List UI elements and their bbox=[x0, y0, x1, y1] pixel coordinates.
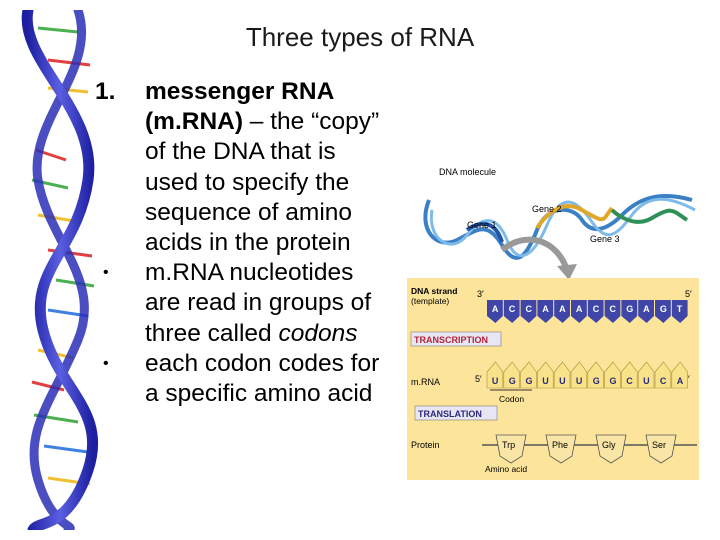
dna-five-prime: 5′ bbox=[685, 289, 692, 299]
gene3-label: Gene 3 bbox=[590, 234, 620, 244]
protein-label: Protein bbox=[411, 440, 440, 450]
dna-base-letter: A bbox=[643, 304, 650, 314]
mrna-base: U bbox=[570, 361, 588, 389]
dna-base-letter: G bbox=[660, 304, 667, 314]
mrna-base-letter: G bbox=[509, 376, 516, 386]
dna-base: A bbox=[638, 300, 654, 323]
gene2-label: Gene 2 bbox=[532, 204, 562, 214]
list-number: 1. bbox=[95, 78, 116, 105]
dna-base: A bbox=[554, 300, 570, 323]
mrna-base-letter: U bbox=[559, 376, 566, 386]
mrna-base-letter: U bbox=[576, 376, 583, 386]
mrna-term: messenger RNA (m.RNA) bbox=[145, 78, 334, 136]
list-item-codons: • m.RNA nucleotides are read in groups o… bbox=[95, 258, 395, 349]
dna-base: C bbox=[520, 300, 537, 323]
bullet-icon: • bbox=[103, 354, 109, 372]
codon-description: m.RNA nucleotides are read in groups of … bbox=[145, 259, 372, 347]
mrna-base: A bbox=[671, 361, 688, 389]
amino-acid-box: Ser bbox=[645, 434, 677, 464]
mrna-base-letter: G bbox=[593, 376, 600, 386]
mrna-base-letter: U bbox=[542, 376, 549, 386]
codon-label: Codon bbox=[499, 394, 524, 404]
amino-acid-box: Phe bbox=[545, 434, 577, 464]
mrna-five-prime: 5′ bbox=[475, 374, 482, 384]
dna-base-letter: C bbox=[593, 304, 600, 314]
dna-base: T bbox=[671, 300, 688, 323]
mrna-base: U bbox=[553, 361, 571, 389]
mrna-base-letter: U bbox=[643, 376, 650, 386]
mrna-base: U bbox=[637, 361, 655, 389]
zoom-arrow-icon bbox=[500, 236, 570, 272]
dna-base: A bbox=[571, 300, 587, 323]
rna-list: 1. messenger RNA (m.RNA) – the “copy” of… bbox=[95, 77, 395, 409]
amino-acid-name: Phe bbox=[552, 440, 568, 450]
amino-acid-row: Trp Phe Gly Ser bbox=[495, 434, 677, 464]
translation-label: TRANSLATION bbox=[418, 409, 482, 419]
dna-base-letter: A bbox=[576, 304, 583, 314]
dna-base-letter: C bbox=[610, 304, 617, 314]
list-item-mrna: 1. messenger RNA (m.RNA) – the “copy” of… bbox=[95, 77, 395, 258]
transcription-box bbox=[410, 331, 502, 347]
mrna-base-letter: G bbox=[610, 376, 617, 386]
gene1-label: Gene 1 bbox=[467, 220, 497, 230]
dna-base: C bbox=[587, 300, 604, 323]
dna-molecule-label-text: DNA molecule bbox=[439, 167, 496, 177]
bullet-icon: • bbox=[103, 264, 109, 282]
amino-acid-name: Ser bbox=[652, 440, 666, 450]
dna-helix-image bbox=[21, 10, 99, 530]
dna-base-letter: G bbox=[626, 304, 633, 314]
mrna-base: G bbox=[604, 361, 621, 389]
dna-three-prime: 3′ bbox=[477, 289, 484, 299]
helix-strand-back bbox=[29, 10, 89, 530]
mrna-base: C bbox=[654, 361, 672, 389]
amino-acid-description: each codon codes for a specific amino ac… bbox=[145, 349, 380, 408]
codons-term: codons bbox=[278, 319, 358, 347]
transcription-translation-diagram: DNA molecule Gene 1 Gene 2 Gene 3 DNA st… bbox=[407, 167, 699, 480]
dna-base: C bbox=[604, 300, 621, 323]
transcription-label: TRANSCRIPTION bbox=[414, 335, 488, 345]
dna-base-letter: A bbox=[492, 304, 499, 314]
dna-strand-label: DNA strand bbox=[411, 286, 457, 296]
dna-base: A bbox=[537, 300, 554, 323]
amino-acid-name: Trp bbox=[502, 440, 515, 450]
dna-base-letter: A bbox=[542, 304, 549, 314]
mrna-base-letter: C bbox=[660, 376, 667, 386]
amino-acid-box: Trp bbox=[495, 434, 527, 464]
slide-title: Three types of RNA bbox=[0, 22, 720, 53]
mrna-base-letter: U bbox=[492, 376, 499, 386]
dna-base-letter: C bbox=[526, 304, 533, 314]
dna-molecule-illustration bbox=[423, 194, 696, 260]
dna-base-letter: T bbox=[677, 304, 683, 314]
amino-acid-label: Amino acid bbox=[485, 464, 527, 474]
translation-box bbox=[414, 405, 498, 421]
template-label: (template) bbox=[411, 296, 449, 306]
mrna-description: – the “copy” of the DNA that is used to … bbox=[145, 108, 380, 257]
dna-base: A bbox=[487, 300, 503, 323]
amino-acid-name: Gly bbox=[602, 440, 616, 450]
mrna-base-letter: C bbox=[626, 376, 633, 386]
mrna-base: G bbox=[503, 361, 520, 389]
mrna-base: U bbox=[537, 361, 554, 389]
dna-base: C bbox=[503, 300, 520, 323]
list-item-amino-acid: • each codon codes for a specific amino … bbox=[95, 349, 395, 409]
dna-base: G bbox=[621, 300, 638, 323]
mrna-base-letter: A bbox=[677, 376, 684, 386]
dna-base-letter: A bbox=[559, 304, 566, 314]
slide-title-text: Three types of RNA bbox=[245, 22, 475, 52]
mrna-label: m.RNA bbox=[411, 377, 440, 387]
mrna-base: G bbox=[520, 361, 537, 389]
dna-molecule-label: DNA molecule bbox=[439, 167, 496, 177]
dna-base: G bbox=[655, 300, 671, 323]
mrna-base: U bbox=[486, 361, 504, 389]
mrna-base: C bbox=[621, 361, 638, 389]
dna-base-letter: C bbox=[509, 304, 516, 314]
mrna-base: G bbox=[587, 361, 604, 389]
mrna-base-letter: G bbox=[526, 376, 533, 386]
helix-strand-front bbox=[21, 10, 99, 530]
amino-acid-box: Gly bbox=[595, 434, 627, 464]
